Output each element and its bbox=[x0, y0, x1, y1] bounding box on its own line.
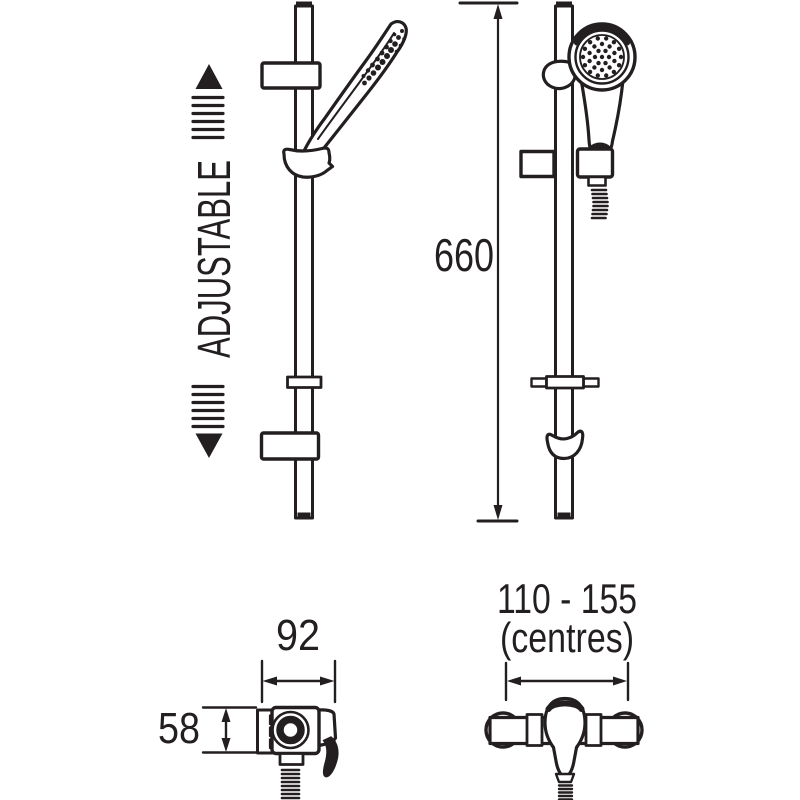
rail-bottom-cap-side bbox=[557, 512, 571, 518]
rail-glide-side bbox=[545, 375, 585, 390]
dim-arrow-right-icon bbox=[320, 676, 335, 686]
dimension-rail-length: 660 bbox=[434, 1, 519, 523]
valve-hose-side bbox=[280, 768, 301, 800]
valve-union-left bbox=[525, 713, 544, 747]
dim-arrow-up-icon bbox=[221, 708, 231, 722]
rail-length-value: 660 bbox=[434, 229, 494, 281]
adjustable-label: ADJUSTABLE bbox=[188, 160, 240, 358]
dim-arrow-right-icon bbox=[613, 676, 627, 686]
height-extension-lines bbox=[201, 706, 258, 754]
valve-side-view: 92 58 bbox=[158, 611, 339, 800]
centres-extension-lines bbox=[504, 661, 630, 702]
shower-head-side bbox=[567, 22, 637, 92]
valve-outlet-front bbox=[554, 772, 576, 784]
valve-outlet-side bbox=[278, 752, 305, 766]
valve-lever-side bbox=[322, 736, 339, 778]
arrow-up-icon bbox=[195, 64, 223, 89]
dim-arrow-up-icon bbox=[493, 4, 503, 19]
shower-hose-side bbox=[590, 188, 609, 220]
side-view-riser-rail bbox=[519, 1, 637, 520]
control-knob-ring bbox=[276, 715, 305, 745]
glide-tab-right bbox=[582, 377, 600, 388]
valve-cartridge-lever bbox=[543, 696, 587, 779]
dim-arrow-down-icon bbox=[493, 505, 503, 520]
fixing-centres-caption: (centres) bbox=[500, 614, 634, 661]
valve-width-value: 92 bbox=[276, 611, 320, 660]
rail-bottom-cap bbox=[297, 512, 311, 518]
glide-tab-left bbox=[530, 377, 548, 388]
lower-cradle-side bbox=[545, 429, 585, 461]
wall-bracket-side bbox=[519, 149, 556, 179]
rail-top-cap-side bbox=[556, 1, 572, 8]
dim-arrow-down-icon bbox=[221, 738, 231, 752]
valve-front-view: 110 - 155 (centres) bbox=[484, 575, 644, 800]
handset-cradle-front bbox=[282, 146, 335, 179]
valve-height-value: 58 bbox=[158, 704, 200, 753]
dim-arrow-left-icon bbox=[262, 676, 277, 686]
hose-connector bbox=[587, 175, 607, 187]
valve-hose-front bbox=[557, 784, 574, 800]
cradle-hook-side bbox=[541, 59, 578, 91]
upper-hatch-lines bbox=[191, 95, 225, 140]
width-extension-lines bbox=[260, 659, 337, 704]
fixing-centres-value: 110 - 155 bbox=[497, 575, 637, 622]
top-wall-bracket-front bbox=[260, 61, 322, 90]
bottom-wall-bracket-front bbox=[259, 431, 321, 461]
lower-hatch-lines bbox=[191, 384, 225, 429]
handset-front bbox=[302, 19, 408, 163]
rail-glide-front bbox=[286, 375, 323, 389]
dim-arrow-left-icon bbox=[507, 676, 521, 686]
spray-nozzle-dots bbox=[361, 29, 406, 86]
spray-face-dots bbox=[580, 36, 624, 78]
adjustable-annotation: ADJUSTABLE bbox=[188, 64, 240, 458]
front-view-riser-rail bbox=[259, 1, 408, 520]
handset-holder-side bbox=[575, 147, 615, 179]
cartridge-top-shade bbox=[545, 700, 585, 712]
rail-top-cap bbox=[296, 1, 312, 8]
valve-union-right bbox=[584, 713, 603, 747]
arrow-down-icon bbox=[195, 433, 223, 458]
